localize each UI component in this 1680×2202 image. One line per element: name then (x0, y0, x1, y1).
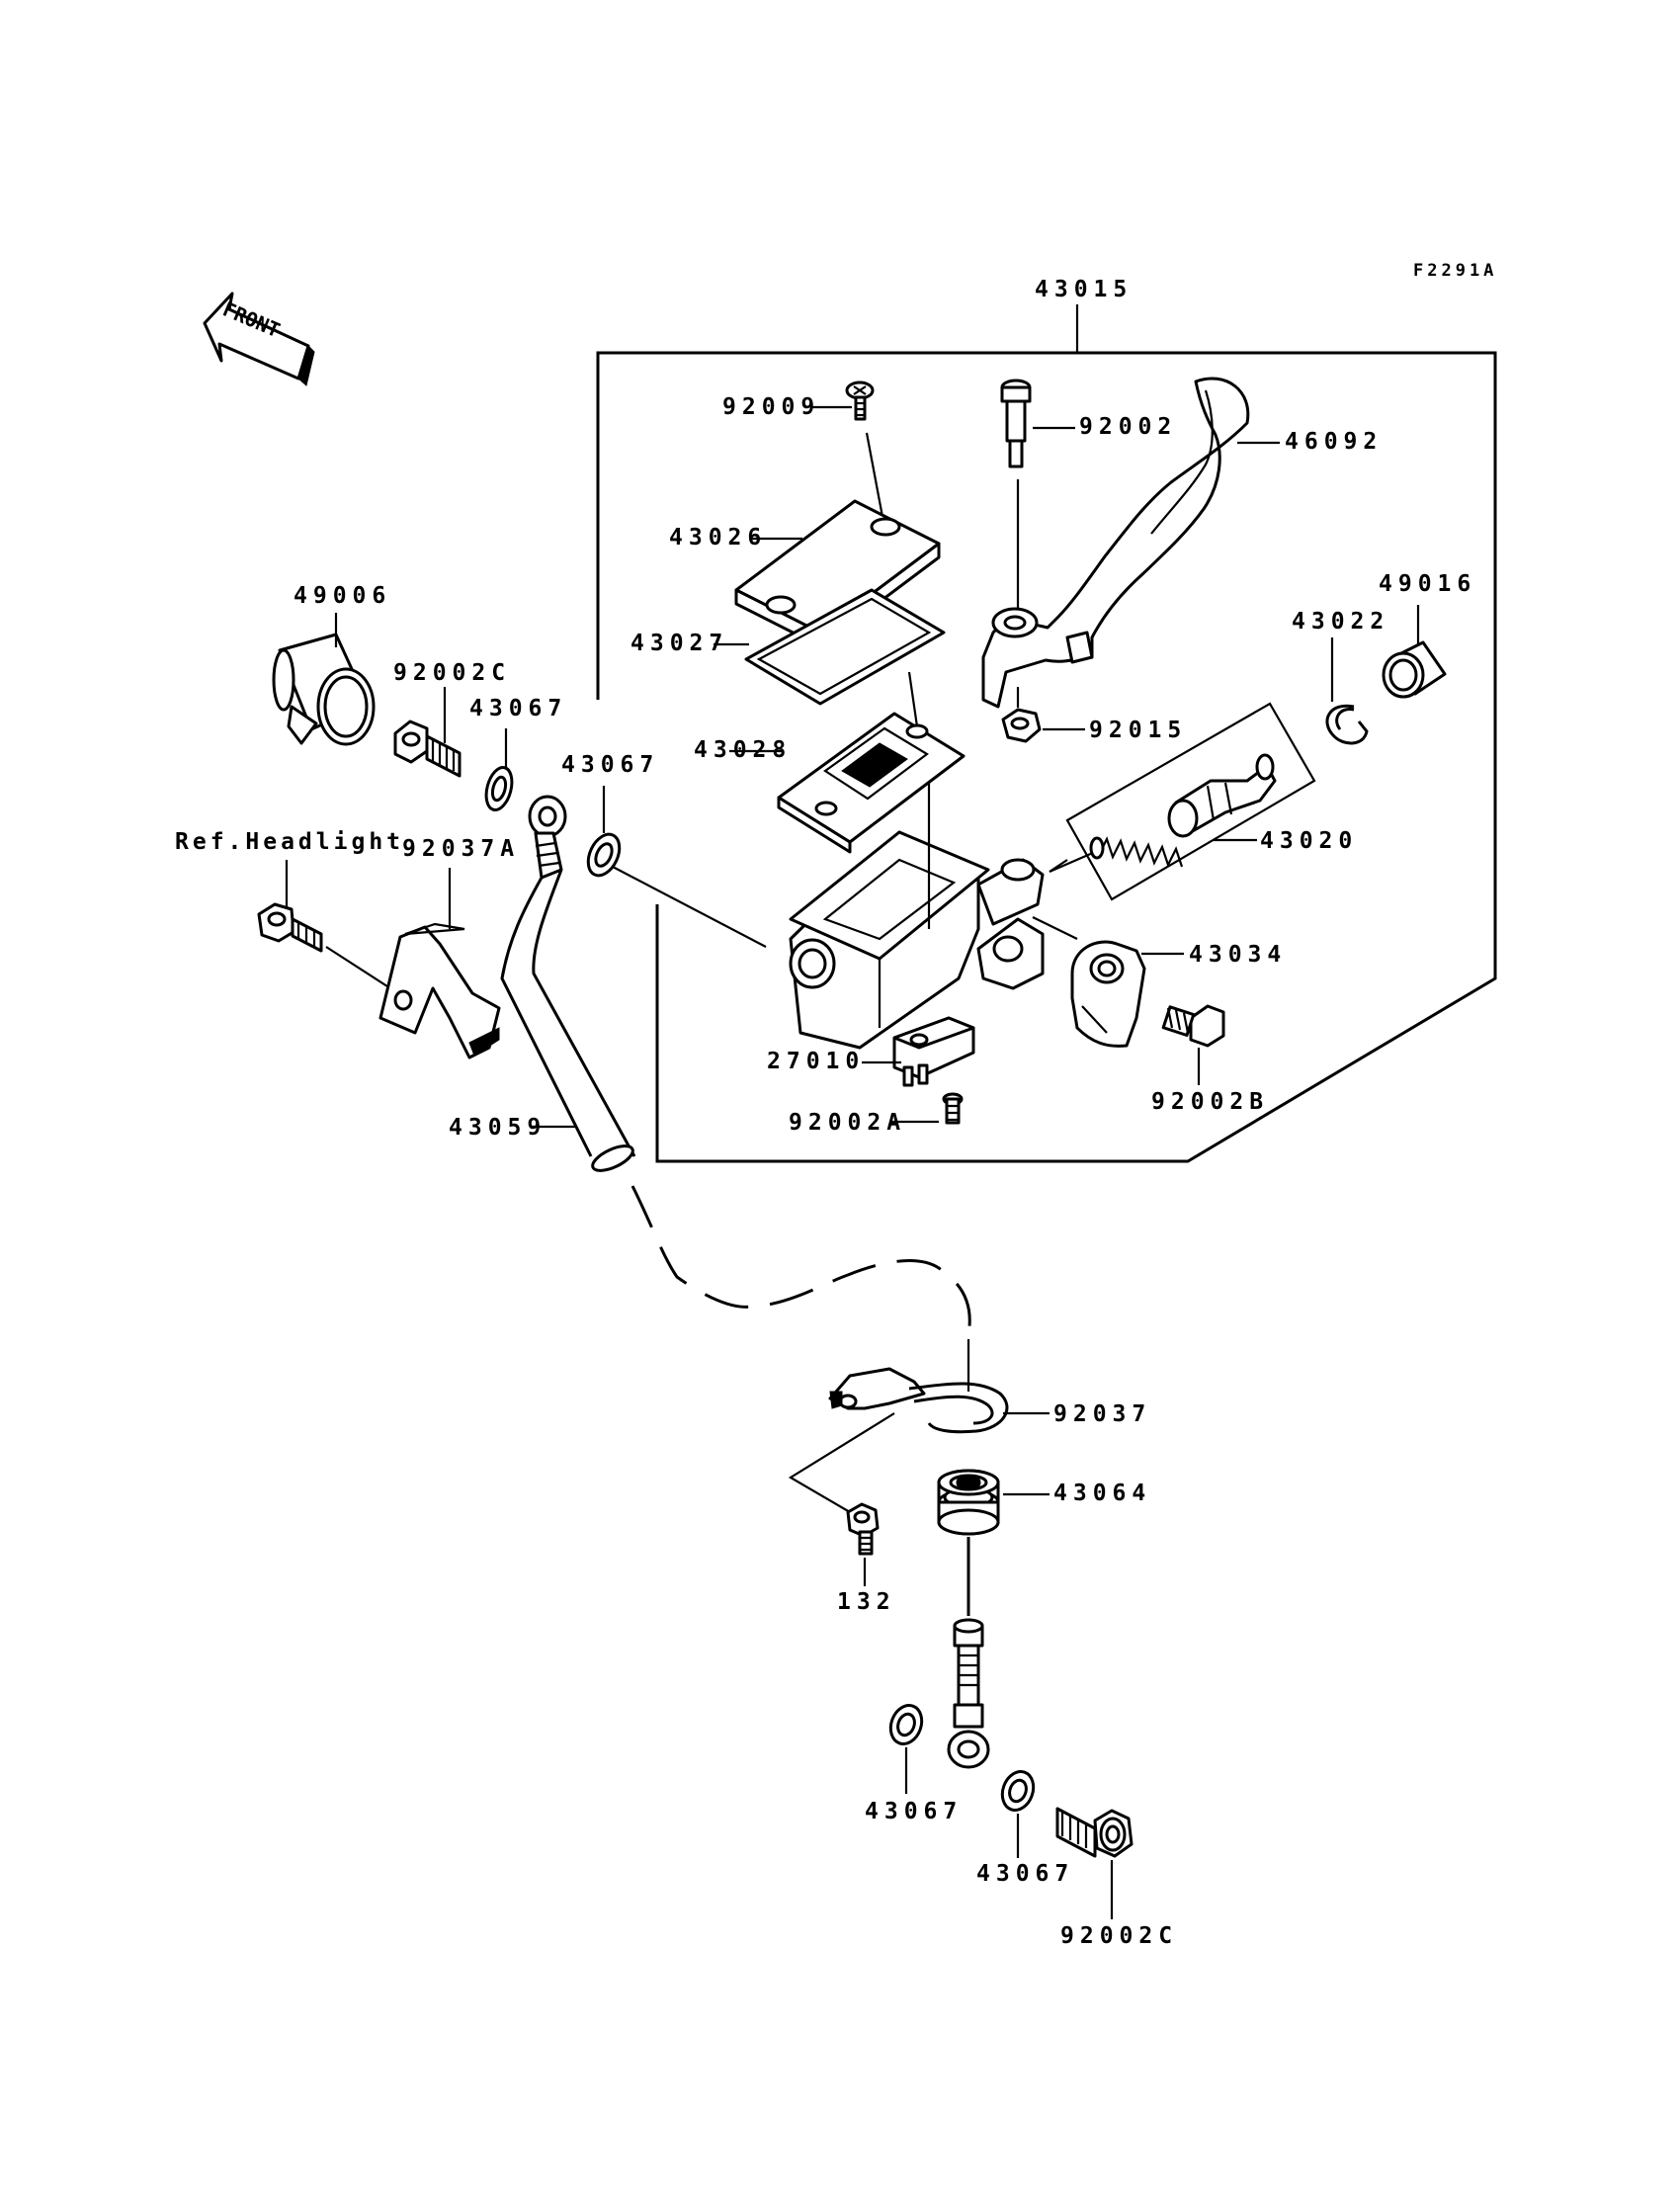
label-43026: 43026 (669, 525, 768, 550)
label-43067-bottom-a: 43067 (865, 1799, 964, 1824)
label-43067-bottom-b: 43067 (976, 1861, 1075, 1887)
master-cylinder-body-icon (789, 830, 1045, 1050)
washer-bottom-a-icon (888, 1704, 924, 1745)
label-92002B: 92002B (1151, 1089, 1270, 1115)
label-43022: 43022 (1292, 609, 1390, 635)
label-43027: 43027 (630, 631, 729, 656)
label-43067-top-a: 43067 (469, 696, 568, 721)
dust-cover-left-icon (272, 633, 376, 746)
banjo-bolt-top-icon (393, 720, 462, 778)
brake-lever-icon (981, 377, 1250, 709)
cable-clamp-icon (828, 1367, 1009, 1434)
washer-bottom-b-icon (1000, 1770, 1036, 1812)
label-92037: 92037 (1053, 1401, 1152, 1427)
front-arrow-icon: FRONT (203, 292, 315, 386)
piston-icon (1167, 753, 1277, 838)
label-92002A: 92002A (789, 1110, 907, 1136)
brake-switch-icon (892, 1016, 975, 1087)
label-ref-headlight: Ref.Headlight (175, 829, 405, 855)
assembly-outline (596, 351, 1497, 1163)
label-43028: 43028 (694, 737, 793, 763)
cap-screw-icon (845, 381, 875, 421)
label-43034: 43034 (1189, 942, 1288, 968)
label-92002: 92002 (1079, 414, 1178, 440)
label-43064: 43064 (1053, 1481, 1152, 1506)
figure-code: F2291A (1413, 261, 1498, 281)
washer-top-b-icon (586, 832, 622, 878)
hose-dashed-route (630, 1185, 971, 1335)
banjo-bolt-bottom-icon (1055, 1807, 1134, 1858)
holder-bolt-icon (1161, 1004, 1225, 1048)
label-92002C-top: 92002C (393, 660, 512, 686)
lower-hose-fitting-icon (947, 1618, 990, 1769)
label-49006: 49006 (294, 583, 392, 609)
circlip-icon (1325, 704, 1369, 745)
clamp-bolt-icon (846, 1502, 880, 1556)
holder-icon (1070, 940, 1146, 1048)
diaphragm-plate-icon (744, 588, 946, 706)
dust-cover-right-icon (1382, 640, 1447, 699)
label-92009: 92009 (722, 394, 821, 420)
label-92015: 92015 (1089, 718, 1188, 743)
nut-icon (1001, 708, 1042, 743)
diaphragm-icon (777, 712, 966, 854)
label-43059: 43059 (449, 1115, 547, 1141)
grommet-icon (937, 1469, 1000, 1536)
brake-hose-icon (500, 795, 636, 1172)
label-46092: 46092 (1285, 429, 1384, 455)
piston-spring-icon (1089, 836, 1184, 868)
pivot-bolt-icon (1000, 379, 1032, 468)
label-49016: 49016 (1379, 571, 1477, 597)
label-92002C-bottom: 92002C (1060, 1923, 1179, 1949)
label-43015: 43015 (1035, 277, 1134, 302)
switch-screw-icon (942, 1092, 964, 1125)
label-43067-top-b: 43067 (561, 752, 660, 778)
piston-kit-box (1065, 702, 1316, 901)
label-132: 132 (837, 1589, 896, 1615)
washer-top-a-icon (484, 766, 514, 811)
headlight-bolt-icon (257, 902, 323, 953)
label-92037A: 92037A (402, 836, 521, 862)
label-43020: 43020 (1260, 828, 1359, 854)
cable-clamp-a-icon (378, 922, 501, 1059)
label-27010: 27010 (767, 1049, 866, 1074)
